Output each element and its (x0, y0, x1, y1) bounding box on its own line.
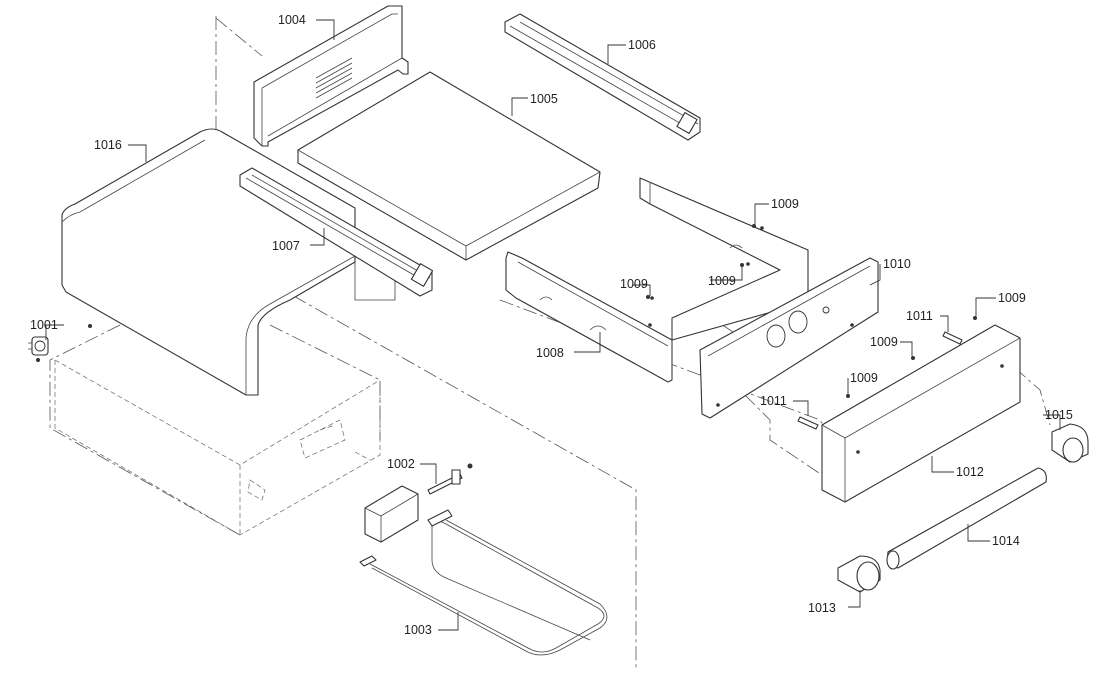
label-1010: 1010 (883, 257, 911, 271)
part-1003-heating-element (359, 509, 608, 656)
label-1004: 1004 (278, 13, 306, 27)
label-1009-c: 1009 (620, 277, 648, 291)
label-1009-e: 1009 (870, 335, 898, 349)
part-1001-switch (28, 324, 92, 362)
label-1007: 1007 (272, 239, 300, 253)
part-1010-front-panel (699, 257, 879, 419)
screws (646, 224, 977, 430)
label-1009-b: 1009 (708, 274, 736, 288)
label-1001: 1001 (30, 318, 58, 332)
label-1008: 1008 (536, 346, 564, 360)
label-1002: 1002 (387, 457, 415, 471)
part-1007-slide-rail (239, 167, 434, 297)
label-1012: 1012 (956, 465, 984, 479)
label-1013: 1013 (808, 601, 836, 615)
part-1014-handle-bar (886, 467, 1047, 570)
part-1008-drawer-box (505, 177, 809, 383)
label-1006: 1006 (628, 38, 656, 52)
part-1002-terminal-block (364, 463, 473, 543)
part-1015-end-cap (1051, 423, 1089, 463)
label-1009-d: 1009 (998, 291, 1026, 305)
part-1005-drawer-tray (297, 71, 601, 261)
label-1009-f: 1009 (850, 371, 878, 385)
label-1005: 1005 (530, 92, 558, 106)
label-1003: 1003 (404, 623, 432, 637)
part-1006-slide-rail (504, 13, 701, 141)
label-1016: 1016 (94, 138, 122, 152)
label-1009-a: 1009 (771, 197, 799, 211)
inner-housing (54, 359, 381, 536)
part-labels: 1004 1006 1005 1016 1007 1009 1009 1009 … (30, 13, 1073, 637)
label-1011-a: 1011 (906, 309, 933, 323)
label-1014: 1014 (992, 534, 1020, 548)
leader-lines (45, 19, 1061, 631)
label-1015: 1015 (1045, 408, 1073, 422)
part-1013-end-cap (837, 555, 881, 593)
part-1004-rear-panel (253, 5, 409, 147)
vent-slots (315, 57, 353, 99)
label-1011-b: 1011 (760, 394, 787, 408)
part-1012-drawer-front (821, 324, 1021, 503)
